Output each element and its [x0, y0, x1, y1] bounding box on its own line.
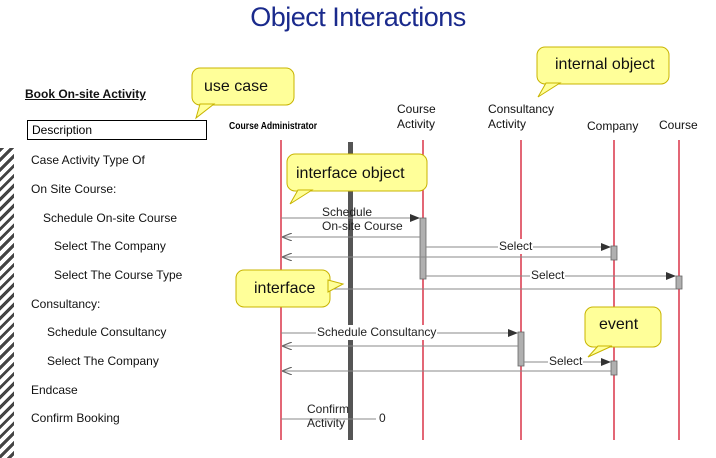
step-schedule-consultancy: Schedule Consultancy: [47, 325, 167, 339]
object-consultancy-activity-line1: Consultancy: [488, 102, 555, 116]
scenario-heading: Book On-site Activity: [25, 87, 146, 101]
callout-internal-object-text: internal object: [555, 56, 655, 73]
lifeline-course-administrator: [348, 142, 353, 440]
actor-course-administrator: Course Administrator: [229, 121, 318, 132]
step-confirm-booking: Confirm Booking: [31, 411, 120, 425]
step-consultancy: Consultancy:: [31, 297, 101, 311]
callout-interface: [235, 269, 345, 308]
step-select-company-2: Select The Company: [47, 354, 159, 368]
msg-schedule-onsite-line2: On-site Course: [322, 219, 403, 233]
decorative-border: [0, 148, 14, 458]
object-course-activity-line1: Course: [397, 102, 436, 116]
msg-confirm-line1: Confirm: [307, 402, 350, 416]
step-case-activity-type: Case Activity Type Of: [31, 153, 145, 167]
msg-confirm-line2: Activity: [307, 416, 346, 430]
step-schedule-onsite-course: Schedule On-site Course: [43, 211, 178, 225]
msg-schedule-onsite-line1: Schedule: [322, 205, 373, 219]
object-course: Course: [659, 118, 698, 132]
msg-select-course: Select: [530, 268, 566, 283]
object-company: Company: [587, 119, 639, 133]
activation-course: [675, 275, 683, 290]
step-on-site-course: On Site Course:: [31, 182, 117, 196]
step-select-company-1: Select The Company: [54, 239, 166, 253]
activation-consultancy-activity: [517, 331, 525, 367]
callout-interface-object: [286, 153, 428, 205]
activation-company-2: [610, 360, 618, 376]
object-course-activity-line2: Activity: [397, 117, 436, 131]
object-consultancy-activity: Consultancy Activity: [488, 102, 554, 132]
callout-use-case-text: use case: [204, 78, 269, 95]
object-consultancy-activity-line2: Activity: [488, 117, 527, 131]
callout-use-case: [191, 67, 295, 120]
msg-select-company-2: Select: [548, 354, 584, 369]
callout-event-text: event: [599, 316, 639, 333]
msg-terminal-marker: 0: [379, 411, 386, 425]
callout-interface-text: interface: [254, 280, 316, 297]
object-course-activity: Course Activity: [397, 102, 436, 132]
step-endcase: Endcase: [31, 383, 78, 397]
page-title: Object Interactions: [250, 2, 466, 32]
callout-internal-object: [536, 46, 670, 98]
callout-event: [584, 306, 662, 358]
msg-select-company-1: Select: [498, 239, 534, 254]
activation-company-1: [610, 245, 618, 261]
callout-interface-object-text: interface object: [296, 165, 405, 182]
activation-course-activity: [419, 217, 427, 280]
description-box: Description: [27, 120, 207, 140]
step-select-course-type: Select The Course Type: [54, 268, 183, 282]
msg-schedule-consultancy: Schedule Consultancy: [316, 325, 438, 340]
